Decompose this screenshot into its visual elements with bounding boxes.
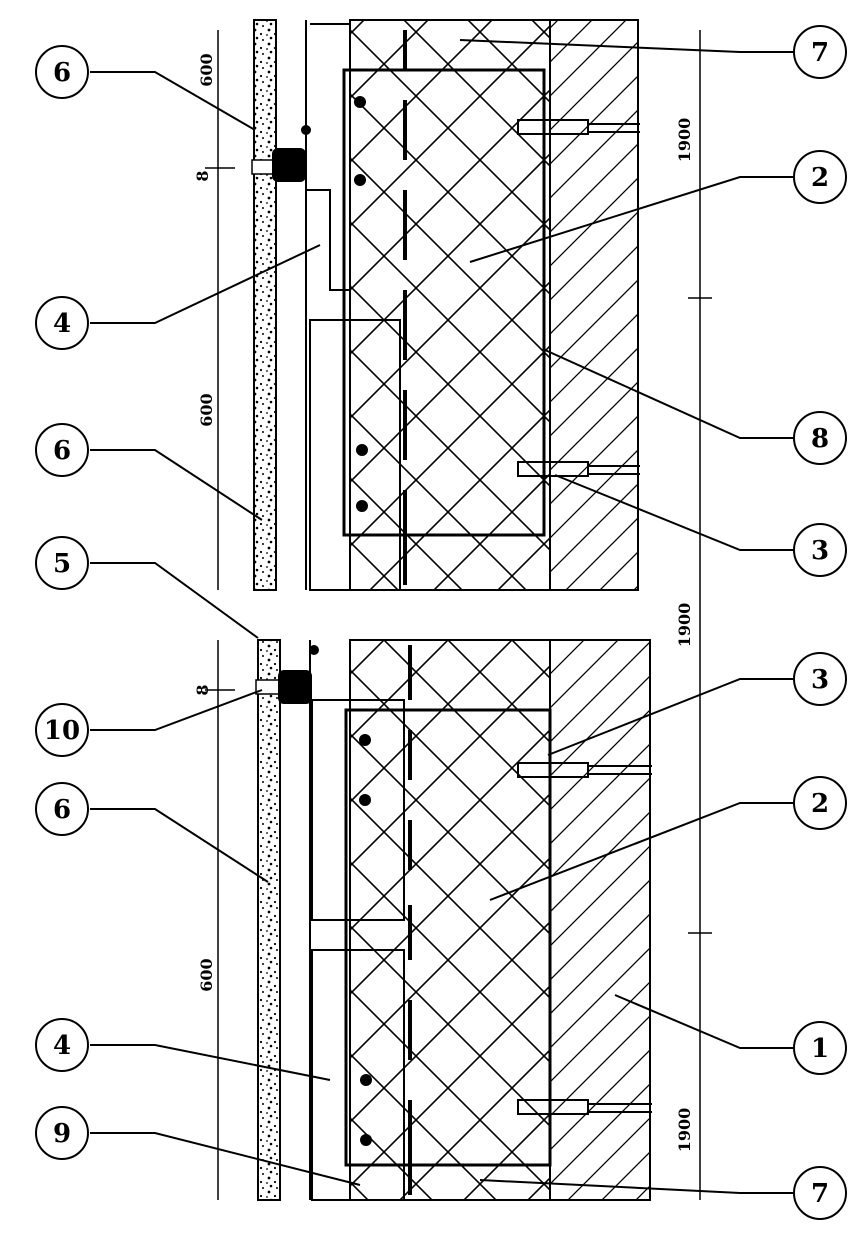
callout-label: 6 [53,58,71,88]
lower-panel [255,639,652,1201]
dim-joint-top: 8 [193,170,212,181]
callout-6-c [35,782,89,836]
callout-6-b [35,423,89,477]
concrete-wall [549,19,639,591]
dimension-lines [205,30,712,1200]
callout-6-a [35,45,89,99]
callout-2-b [793,776,847,830]
dim-right-mid: 1900 [675,603,694,648]
insulation-layer [349,19,551,591]
joint-profile [272,148,306,182]
dim-left-mid: 600 [197,393,216,426]
callout-label: 1 [811,1034,829,1064]
callout-label: 8 [811,424,829,454]
insulation-layer-lower [349,639,551,1201]
cladding-board [253,19,277,591]
callout-10 [35,703,89,757]
callout-label: 3 [811,665,829,695]
callout-2-a [793,150,847,204]
concrete-wall-lower [549,639,651,1201]
dim-left-bottom: 600 [197,958,216,991]
keel-upper [306,189,350,291]
callout-1 [793,1021,847,1075]
callout-label: 2 [811,789,829,819]
dim-right-top: 1900 [675,118,694,163]
cladding-board-lower [257,639,281,1201]
dim-left-top: 600 [197,53,216,86]
callout-label: 7 [811,1179,829,1209]
callout-7-b [793,1166,847,1220]
callout-8 [793,411,847,465]
callout-7-a [793,25,847,79]
callout-5 [35,536,89,590]
dim-right-bottom: 1900 [675,1108,694,1153]
callout-label: 6 [53,436,71,466]
callout-4-b [35,1018,89,1072]
callout-3-a [793,523,847,577]
callout-label: 10 [44,716,80,746]
callout-label: 6 [53,795,71,825]
callout-9 [35,1106,89,1160]
callout-label: 4 [53,1031,71,1061]
callout-label: 5 [53,549,71,579]
callout-label: 3 [811,536,829,566]
right-callouts [459,25,847,1220]
callout-label: 4 [53,309,71,339]
callout-label: 7 [811,38,829,68]
anchor-heads [354,96,368,512]
dim-joint-bottom: 8 [193,684,212,695]
callout-4-a [35,296,89,350]
left-callouts [35,45,361,1186]
callout-label: 2 [811,163,829,193]
upper-panel [251,19,640,591]
callout-label: 9 [53,1119,71,1149]
insulation-board [342,68,546,537]
callout-3-b [793,652,847,706]
anchor-bolts [517,119,640,477]
joint-profile-lower [278,670,312,704]
